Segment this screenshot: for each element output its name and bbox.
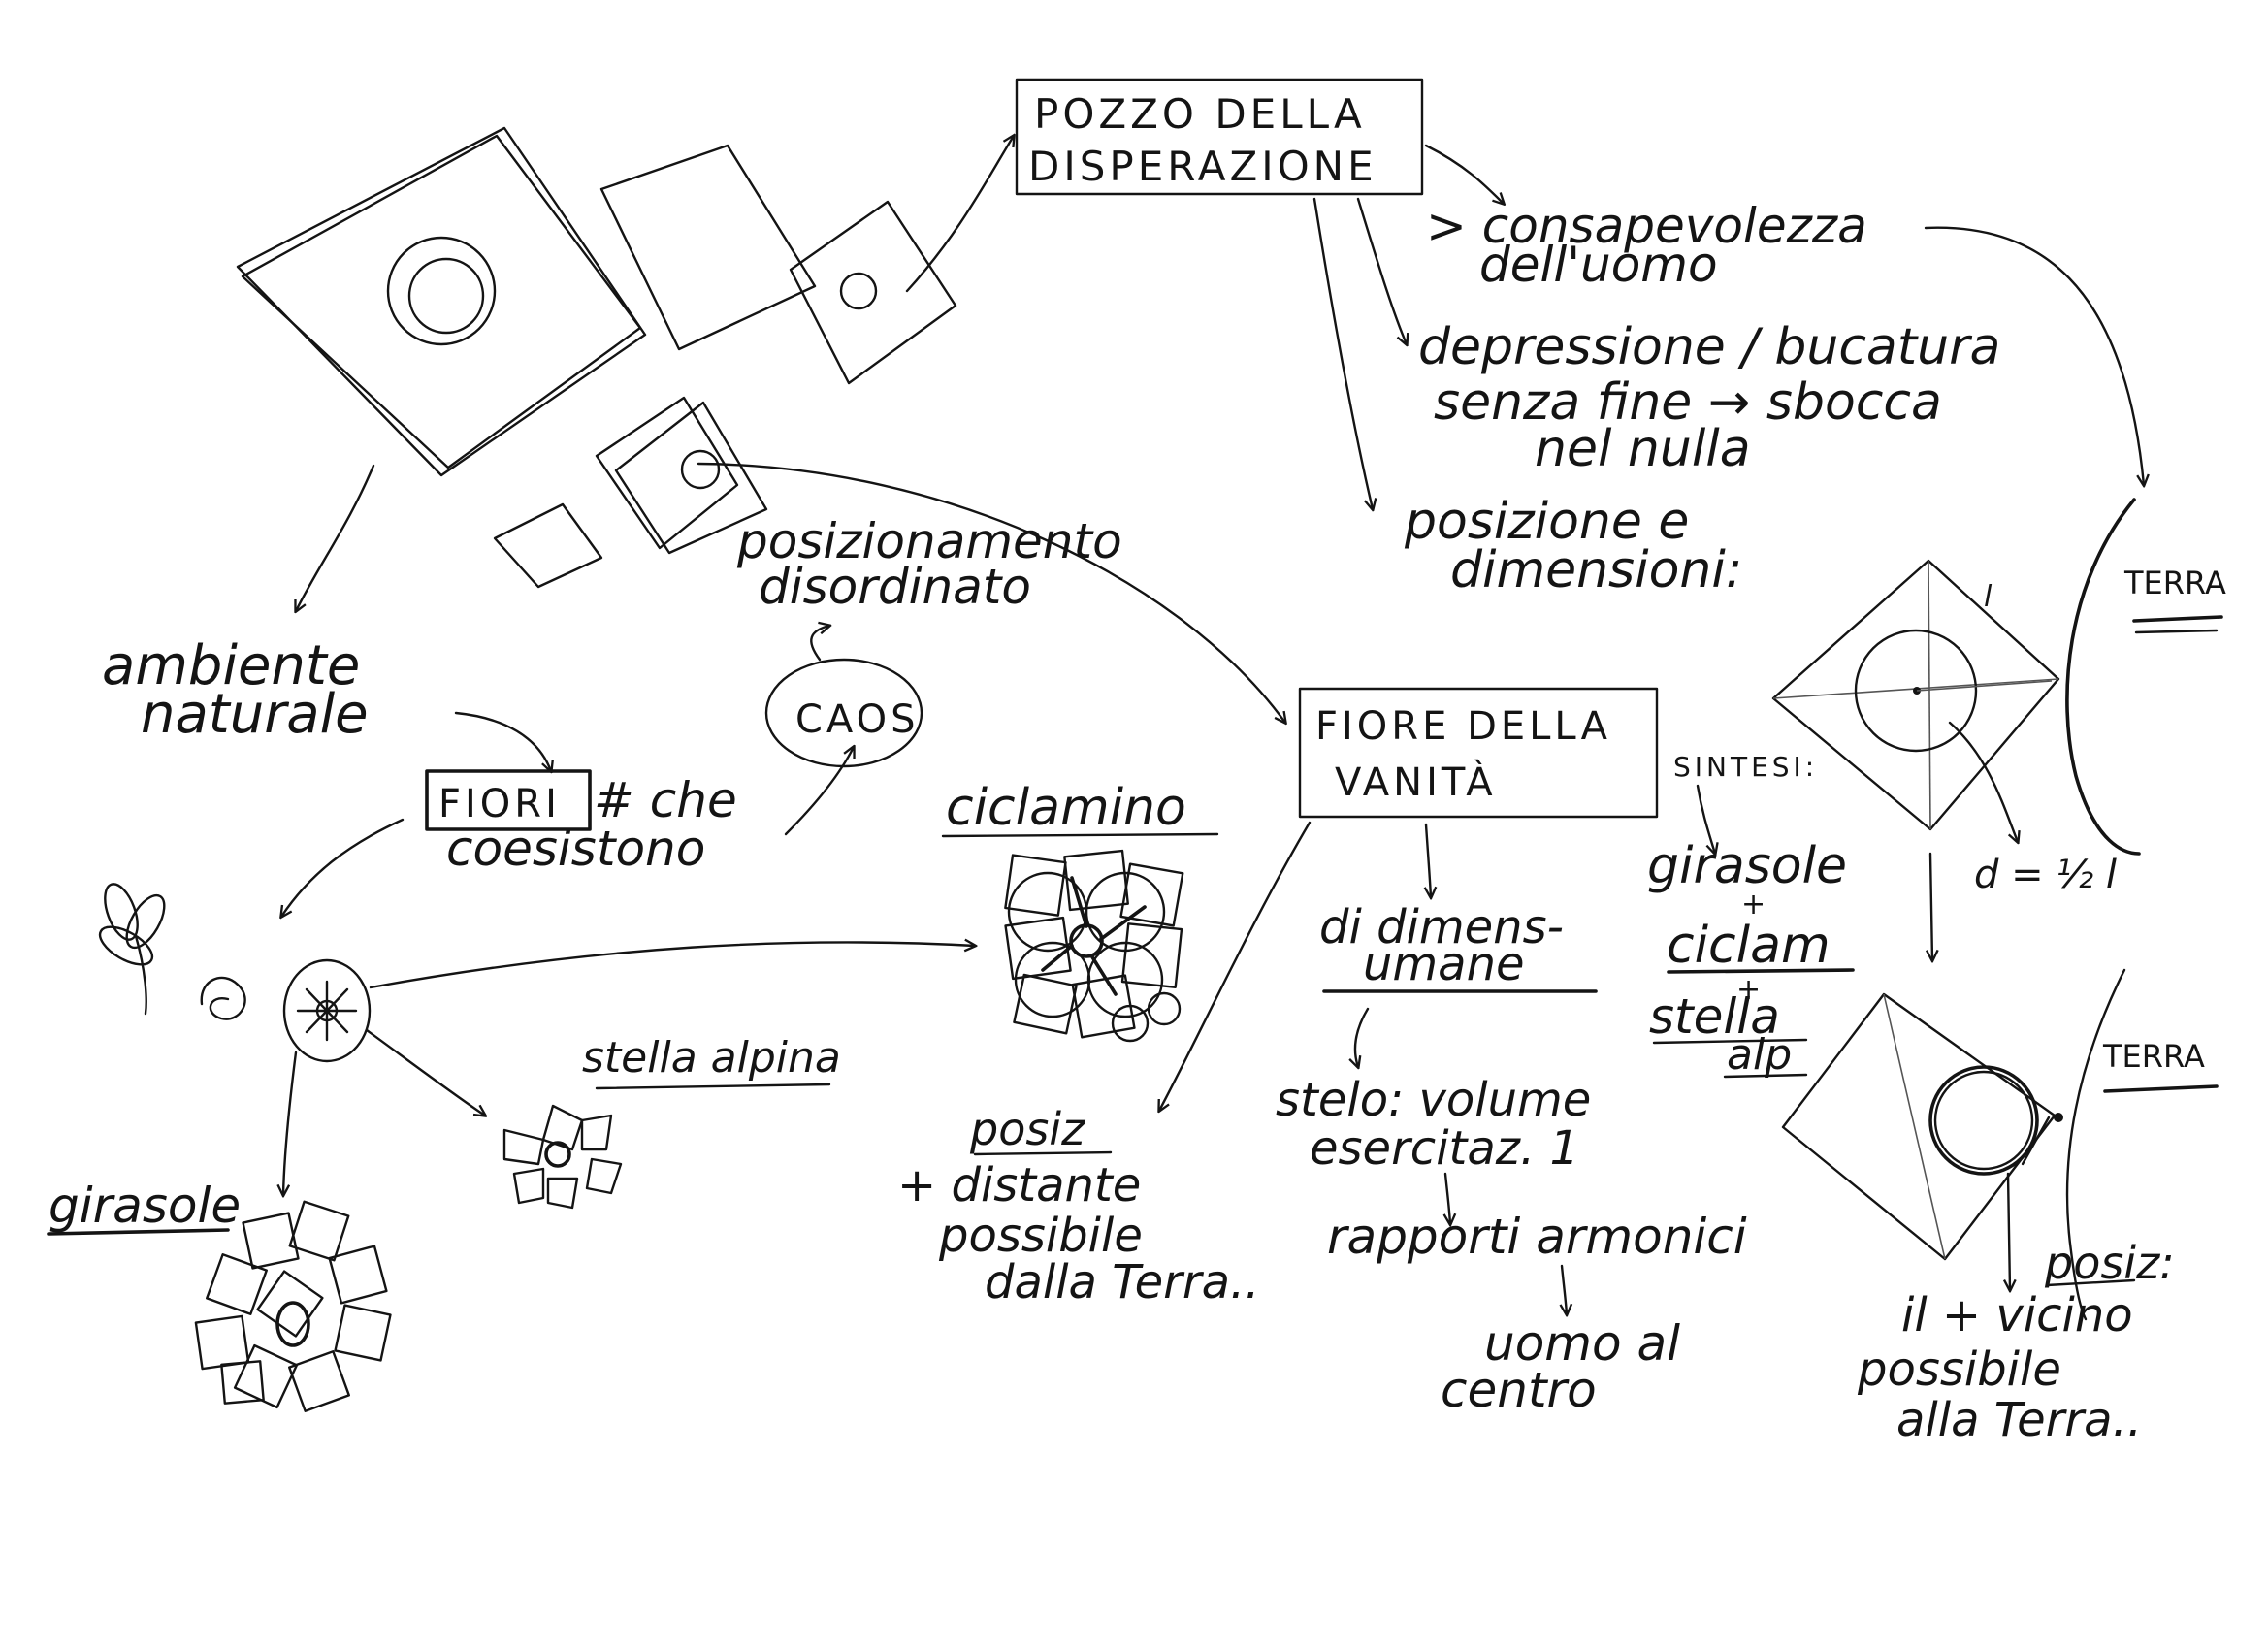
uomo-line2: centro <box>1441 1362 1597 1418</box>
tiny-square <box>493 502 603 589</box>
posizionamento-line1: posizionamento <box>736 513 1122 569</box>
arrow-daisy-to-ciclamino <box>369 942 975 989</box>
depressione-line1: depressione / bucatura <box>1418 318 2000 376</box>
side-label-l: l <box>1984 580 1993 614</box>
posiz-far-line4: dalla Terra.. <box>985 1255 1260 1310</box>
arrow-pozzo-to-posizione <box>1312 197 1373 509</box>
girasole-drawing <box>194 1200 392 1412</box>
stelo-line2: esercitaz. 1 <box>1310 1121 1579 1176</box>
arrow-fiori-to-flowers <box>281 818 405 917</box>
posiz-far-line1: posiz <box>969 1103 1085 1155</box>
earth-line-lower <box>2065 968 2126 1321</box>
consapevolezza-line2: dell'uomo <box>1479 237 1718 293</box>
sketch-spiral <box>200 976 246 1020</box>
stella-alpina-label: stella alpina <box>582 1033 841 1083</box>
middle-square <box>599 144 817 351</box>
dimens-line1: di dimens- <box>1319 900 1564 954</box>
rapporti-label: rapporti armonici <box>1327 1209 1747 1265</box>
arrow-fiore-to-posiz <box>1159 821 1312 1111</box>
posiz-near-line4: alla Terra.. <box>1896 1393 2142 1447</box>
upper-circle <box>1854 629 1978 753</box>
sintesi-label: SINTESI: <box>1673 751 1818 783</box>
posizionamento-line2: disordinato <box>759 559 1031 615</box>
large-square <box>236 126 647 477</box>
ambiente-line2: naturale <box>141 683 369 746</box>
depressione-line2: senza fine → sbocca <box>1434 373 1942 432</box>
ciclamino-drawing <box>1004 849 1184 1043</box>
posiz-near-line1: posiz: <box>2044 1237 2175 1289</box>
synth-girasole: girasole <box>1647 837 1847 895</box>
arrow-consapevolezza-to-terra <box>1924 226 2144 485</box>
pozzo-title-line1: POZZO DELLA <box>1034 90 1366 138</box>
synth-stella-line2: alp <box>1727 1030 1792 1080</box>
fiori-box <box>425 769 592 831</box>
flowers-section: ciclamino stella alpina <box>47 779 1219 1412</box>
arrow-daisy-to-stella <box>365 1028 485 1116</box>
depressione-line3: nel nulla <box>1535 420 1751 478</box>
caos-label: CAOS <box>795 697 919 742</box>
fiori-rest-line2: coesistono <box>446 821 705 877</box>
caos-ellipse <box>764 658 923 768</box>
arrow-cluster-to-ambiente <box>296 464 375 611</box>
terra-label-upper: TERRA <box>2123 565 2226 601</box>
arrow-cluster-to-pozzo <box>905 136 1014 293</box>
fiori-rest-line1: # che <box>594 772 737 828</box>
ciclamino-label: ciclamino <box>946 779 1186 837</box>
posiz-far-line3: possibile <box>938 1209 1143 1263</box>
ambiente-section: ambiente naturale FIORI # che coesistono… <box>102 464 1122 917</box>
stelo-line1: stelo: volume <box>1276 1073 1591 1127</box>
fiori-box-label: FIORI <box>438 782 561 826</box>
synth-stella-line1: stella <box>1649 988 1780 1045</box>
fiore-title-line1: FIORE DELLA <box>1315 704 1611 749</box>
sketch-flower-daisy <box>282 958 372 1063</box>
fiore-title-line2: VANITÀ <box>1335 759 1497 805</box>
sketch-flower-small <box>98 883 166 1016</box>
ambiente-line1: ambiente <box>102 634 360 697</box>
lower-square <box>595 396 739 550</box>
lower-circle <box>1928 1065 2039 1176</box>
synth-ciclam: ciclam <box>1667 917 1831 975</box>
earth-arc <box>2065 498 2141 856</box>
dimens-line2: umane <box>1363 937 1525 991</box>
uomo-line1: uomo al <box>1484 1315 1680 1372</box>
arrow-cluster-to-fiore <box>697 462 1285 723</box>
terra-label-lower: TERRA <box>2102 1038 2205 1075</box>
small-square-top <box>789 200 957 385</box>
geometry-lower: TERRA posiz: il + vicino possibile alla … <box>1781 968 2219 1447</box>
fiore-box <box>1298 687 1659 819</box>
lower-diamond <box>1781 992 2057 1261</box>
arrow-upper-to-lower <box>1930 852 1932 960</box>
arrow-pozzo-to-consapevolezza <box>1424 144 1504 204</box>
synth-plus-2: + <box>1736 973 1761 1007</box>
posiz-near-line2: il + vicino <box>1901 1288 2133 1342</box>
posizione-line1: posizione e <box>1404 493 1689 551</box>
fiore-vanita-section: FIORE DELLA VANITÀ SINTESI: girasole + c… <box>697 462 1855 1418</box>
arrow-daisy-to-girasole <box>283 1051 298 1195</box>
posiz-near-line3: possibile <box>1857 1342 2061 1397</box>
posiz-far-line2: + distante <box>897 1158 1141 1212</box>
girasole-label: girasole <box>49 1178 241 1234</box>
stella-alpina-drawing <box>502 1104 623 1210</box>
synth-plus-1: + <box>1741 888 1766 922</box>
large-square-circle <box>386 236 497 346</box>
formula-d-half-l: d = ½ l <box>1974 853 2117 897</box>
pozzo-box <box>1015 78 1424 196</box>
arrow-pozzo-to-depressione <box>1356 197 1407 344</box>
pozzo-title-line2: DISPERAZIONE <box>1028 143 1377 190</box>
consapevolezza-line1: > consapevolezza <box>1426 198 1867 254</box>
posizione-line2: dimensioni: <box>1450 541 1742 599</box>
diamond-square-circle <box>614 401 768 555</box>
geometry-upper: l TERRA d = ½ l <box>1771 498 2226 960</box>
squares-cluster-drawing <box>236 126 957 589</box>
pozzo-section: POZZO DELLA DISPERAZIONE > consapevolezz… <box>905 78 2144 599</box>
